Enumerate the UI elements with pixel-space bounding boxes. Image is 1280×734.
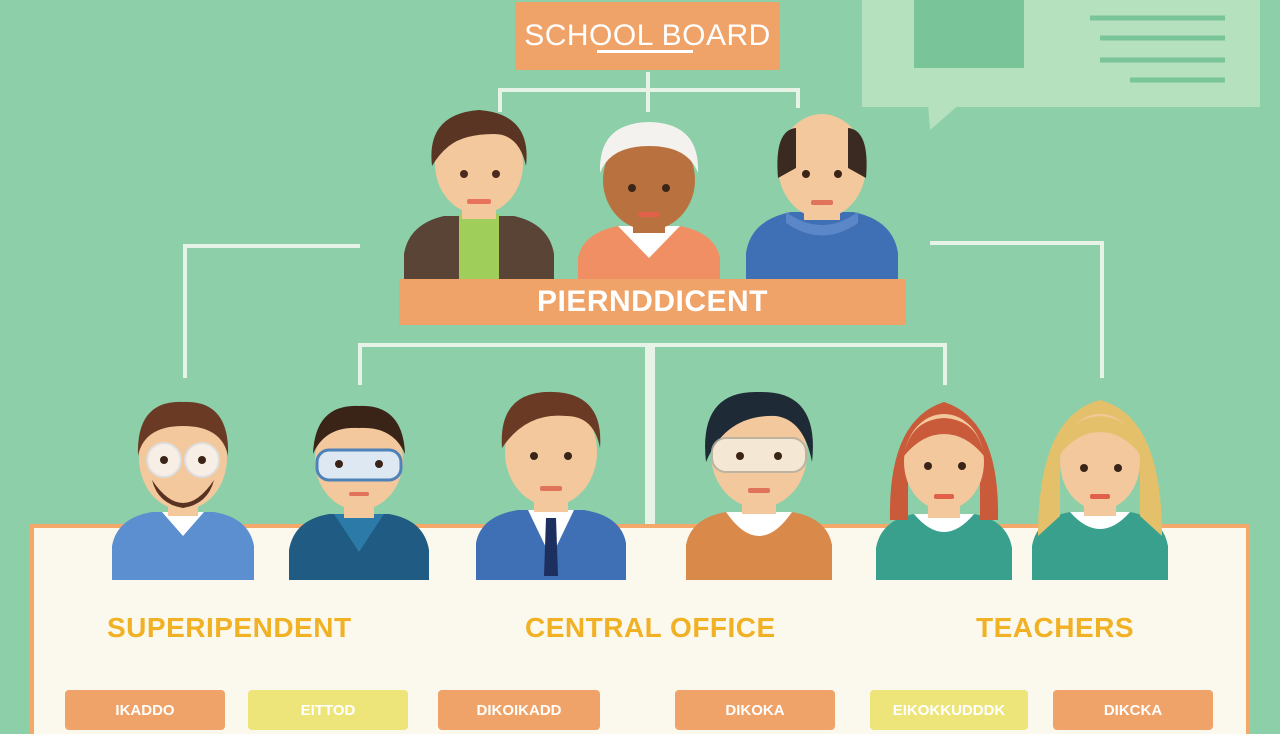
chip-3: DIKOIKADD <box>438 690 600 730</box>
staff-1-avatar <box>112 401 254 580</box>
staff-5-avatar <box>876 402 1012 580</box>
chip-6: DIKCKA <box>1053 690 1213 730</box>
superintendent-node-label: PIERNDDICENT <box>536 285 768 318</box>
staff-3-avatar <box>476 391 626 580</box>
section-label-central-office: CENTRAL OFFICE <box>525 612 776 643</box>
board-member-2-avatar <box>578 122 720 280</box>
speech-bubble-icon <box>862 0 1260 130</box>
staff-2-avatar <box>289 405 429 580</box>
chip-5: EIKOKKUDDDK <box>870 690 1028 730</box>
school-board-label: SCHOOL BOARD <box>524 19 771 52</box>
chip-2: EITTOD <box>248 690 408 730</box>
section-label-teachers: TEACHERS <box>976 612 1135 643</box>
chip-1: IKADDO <box>65 690 225 730</box>
staff-4-avatar <box>686 391 832 580</box>
chip-4: DIKOKA <box>675 690 835 730</box>
board-member-1-avatar <box>404 110 554 280</box>
board-member-3-avatar <box>746 114 898 280</box>
superintendent-node: PIERNDDICENT <box>399 279 906 325</box>
school-board-node: SCHOOL BOARD <box>515 2 780 70</box>
title-underline <box>597 50 693 53</box>
staff-6-avatar <box>1032 400 1168 580</box>
section-label-superintendent: SUPERIPENDENT <box>107 612 352 643</box>
